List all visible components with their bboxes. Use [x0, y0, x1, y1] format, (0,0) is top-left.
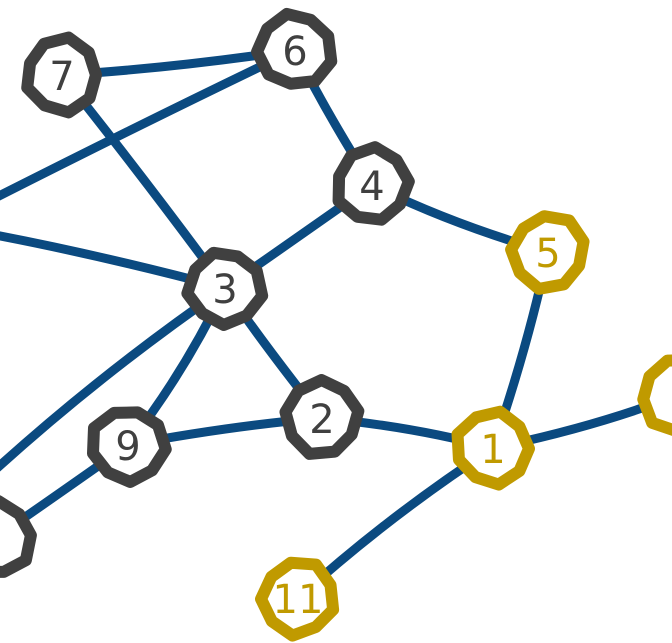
node-shape — [279, 374, 365, 460]
node-7: 7 — [21, 31, 102, 119]
node-4: 4 — [332, 141, 415, 226]
node-5: 5 — [505, 210, 590, 295]
node-partial-left — [0, 495, 37, 578]
node-label: 2 — [309, 397, 334, 443]
node-shape — [451, 405, 535, 491]
node-shape — [255, 556, 340, 642]
node-shape — [86, 406, 172, 488]
edge-6-offscreen-left-a — [0, 45, 300, 201]
node-shape — [181, 246, 269, 331]
node-shape — [0, 495, 37, 578]
node-label: 1 — [480, 427, 505, 473]
node-shape — [251, 7, 338, 90]
edges-layer — [0, 45, 672, 603]
node-label: 4 — [359, 164, 384, 210]
node-1: 1 — [451, 405, 535, 491]
node-label: 5 — [535, 231, 560, 277]
node-shape — [637, 354, 672, 436]
node-label: 7 — [49, 54, 74, 100]
node-2: 2 — [279, 374, 365, 460]
node-label: 3 — [212, 267, 237, 313]
node-label: 11 — [273, 577, 324, 623]
node-shape — [21, 31, 102, 119]
node-3: 3 — [181, 246, 269, 331]
node-label: 6 — [282, 29, 307, 75]
node-label: 9 — [115, 424, 140, 470]
node-partial-right — [637, 354, 672, 436]
node-shape — [332, 141, 415, 226]
node-9: 9 — [86, 406, 172, 488]
node-shape — [505, 210, 590, 295]
node-11: 11 — [255, 556, 340, 642]
node-6: 6 — [251, 7, 338, 90]
